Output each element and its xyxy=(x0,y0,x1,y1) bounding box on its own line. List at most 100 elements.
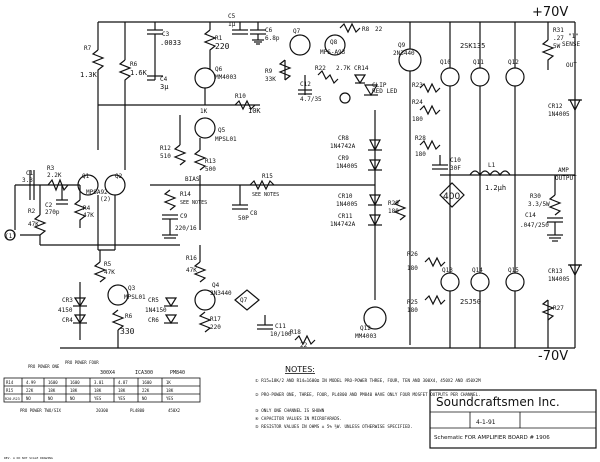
R13-value: 500 xyxy=(205,166,216,173)
output-mosfets-top: Q10 Q11 2SK135 Q12 R31 .27 5W CR12 1N400… xyxy=(440,22,582,348)
Q14-label: Q14 xyxy=(472,267,483,274)
R16-label: R16 xyxy=(186,255,197,262)
tbl-r2-c5: YES xyxy=(118,396,126,401)
CR11-value: 1N4742A xyxy=(330,221,356,228)
Q1-label: Q1 xyxy=(82,173,90,180)
R31-watts: 5W xyxy=(553,43,561,50)
Q9-value: 2N3440 xyxy=(393,50,415,57)
note-2: ② PRO-POWER ONE, THREE, FOUR, PL4800 AND… xyxy=(255,392,481,397)
C8-value: 50P xyxy=(238,215,249,222)
CR3-value: 4150 xyxy=(58,307,73,314)
tbl-r2-c1: NO xyxy=(26,396,31,401)
R24-label: R24 xyxy=(412,99,423,106)
sense-label-2: SENSE xyxy=(562,41,580,48)
R28-value: 180 xyxy=(415,151,426,158)
Q15-label: Q15 xyxy=(508,267,519,274)
tbl-col-3: ICA300 xyxy=(135,370,153,376)
title-block: Soundcraftsmen Inc. 4-1-91 Schematic FOR… xyxy=(429,389,597,449)
Q3-value: MPSL01 xyxy=(124,294,146,301)
R6b-value: 330 xyxy=(120,327,135,336)
CR6-label: CR6 xyxy=(148,317,159,324)
bias-network: Q5 MPSL01 1K R12 510 R13 500 BIAS xyxy=(160,108,237,230)
CR5-value: 1N4150 xyxy=(145,307,167,314)
R2-label: R2 xyxy=(28,208,36,215)
sense-label-3: OUT xyxy=(566,62,577,69)
R22-value: 2.7K xyxy=(336,65,351,72)
R14-label: R14 xyxy=(180,191,191,198)
tbl-r1-c1: 22K xyxy=(26,388,34,393)
L1-value: 1.2μh xyxy=(485,184,506,192)
tbl-r2-c6: NO xyxy=(142,396,147,401)
R17-value: 220 xyxy=(210,324,221,331)
R30-value: 3.3/5W xyxy=(528,201,550,208)
notes-block: NOTES: ① R15=18K/2 AND R14=1600Ω IN MODE… xyxy=(255,365,481,429)
tbl-r2-c3: NO xyxy=(70,396,75,401)
R28-label: R28 xyxy=(415,135,426,142)
R3-value: 2.2K xyxy=(47,172,62,179)
C2-label: C2 xyxy=(45,202,53,209)
R14-value: SEE NOTES xyxy=(180,200,207,206)
CLIP-label: CLIP xyxy=(372,82,387,89)
tbl-r2-c4: YES xyxy=(94,396,102,401)
tbl-r1-c3: 18K xyxy=(70,388,78,393)
R8-value: 22 xyxy=(375,26,383,33)
R10-label: R10 xyxy=(235,93,246,100)
C1-label: C1 xyxy=(26,170,34,177)
R1-value: 220 xyxy=(215,42,230,51)
C12-label: C12 xyxy=(300,81,311,88)
current-source: R5 47K Q3 MPSL01 CR3 4150 CR4 R6 330 xyxy=(58,250,146,348)
R24-value: 180 xyxy=(412,116,423,123)
C5-value: 1μ xyxy=(228,21,236,28)
tbl-r0-c3: 1600 xyxy=(70,380,80,385)
R18-label: R18 xyxy=(290,329,301,336)
LED-label: RED LED xyxy=(372,88,398,95)
C10-value: 30F xyxy=(450,165,461,172)
tbl-col-2: 300X4 xyxy=(100,370,115,376)
C2-value: 270p xyxy=(45,209,60,216)
Q8-value: MPS-A93 xyxy=(320,49,346,56)
CR3-label: CR3 xyxy=(62,297,73,304)
R26-label: R26 xyxy=(407,251,418,258)
CR5-label: CR5 xyxy=(148,297,159,304)
neg-rail-label: -70V xyxy=(538,349,568,364)
CR8-value: 1N4742A xyxy=(330,143,356,150)
R3-label: R3 xyxy=(47,165,55,172)
R5-value: 47K xyxy=(104,269,115,276)
Q6-value: MM4003 xyxy=(215,74,237,81)
notes-title: NOTES: xyxy=(285,365,315,374)
R16-value: 47K xyxy=(186,267,197,274)
R17-label: R17 xyxy=(210,316,221,323)
R18-value: 22 xyxy=(300,342,308,349)
Q9-label: Q9 xyxy=(398,42,406,49)
tbl-foot-0: PRO POWER TWO/SIX xyxy=(20,408,62,413)
Q8-label: Q8 xyxy=(330,39,338,46)
tbl-r2-c2: NO xyxy=(48,396,53,401)
R6-value: 1.6K xyxy=(130,69,148,77)
input-section: (1) C1 3.3 R3 2.2K R2 47K C2 270p R4 47K xyxy=(4,165,180,246)
tbl-r0-c0: R14 xyxy=(6,380,14,385)
C4-label: C4 xyxy=(160,76,168,83)
note-1: ① R15=18K/2 AND R14=1600Ω IN MODEL PRO-P… xyxy=(255,378,481,383)
variants-table: PRO POWER ONE PRO POWER FOUR 300X4 ICA30… xyxy=(3,360,201,413)
lower-driver: R16 47K Q4 2N3440 CR5 1N4150 CR6 R17 220… xyxy=(145,245,387,349)
R7-value: 1.3K xyxy=(80,71,98,79)
Q5-value: MPSL01 xyxy=(215,136,237,143)
R26-value: 180 xyxy=(407,265,418,272)
C11-label: C11 xyxy=(275,323,286,330)
C10-label: C10 xyxy=(450,157,461,164)
CR12-value: 1N4005 xyxy=(548,111,570,118)
R10-value: 10K xyxy=(248,107,261,115)
Q4-label: Q4 xyxy=(212,282,220,289)
input-marker: (1) xyxy=(5,233,16,240)
clip-indicator: Q7 Q8 MPS-A93 R8 22 R9 33K R10 10K C12 4… xyxy=(234,22,398,115)
R5-label: R5 xyxy=(104,261,112,268)
C12-value: 4.7/35 xyxy=(300,96,322,103)
sense-label-1: "1" xyxy=(568,33,579,40)
Q3-label: Q3 xyxy=(128,285,136,292)
tbl-foot-2: PL4800 xyxy=(130,408,145,413)
C3-value: .0033 xyxy=(160,39,181,47)
company-name: Soundcraftsmen Inc. xyxy=(436,395,560,409)
C8-label: C8 xyxy=(250,210,258,217)
Q5-label: Q5 xyxy=(218,127,226,134)
